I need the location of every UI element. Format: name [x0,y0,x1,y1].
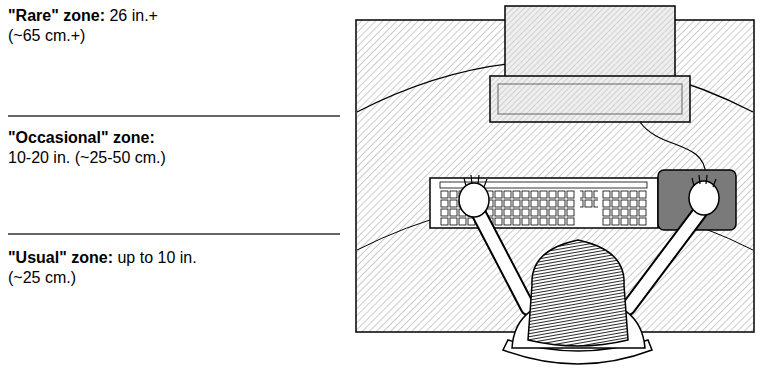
mouse-cable [640,122,706,176]
hair [528,240,628,346]
monitor-back [505,6,675,78]
monitor-bezel [498,84,682,114]
zone-separator [8,115,340,117]
keyboard [430,178,658,228]
right-arm [628,212,700,308]
left-arm [478,212,528,308]
key-block [580,190,598,208]
zone-separator [8,233,340,235]
zone-label: "Rare" zone:26 in.+ (~65 cm.+) [8,6,180,46]
left-arm [478,212,528,308]
zone-label: "Usual" zone:up to 10 in. (~25 cm.) [8,248,213,288]
key-block [602,190,647,226]
zone-distance: 10-20 in. (~25-50 cm.) [8,148,268,168]
zone-label: "Occasional" zone: 10-20 in. (~25-50 cm.) [8,128,268,168]
zone-name: "Usual" zone: [8,249,113,266]
right-arm [628,212,700,308]
left-hand [459,175,489,217]
monitor-front [490,76,690,122]
zone-name: "Rare" zone: [8,7,105,24]
zone-name: "Occasional" zone: [8,129,155,146]
right-hand [689,175,719,215]
